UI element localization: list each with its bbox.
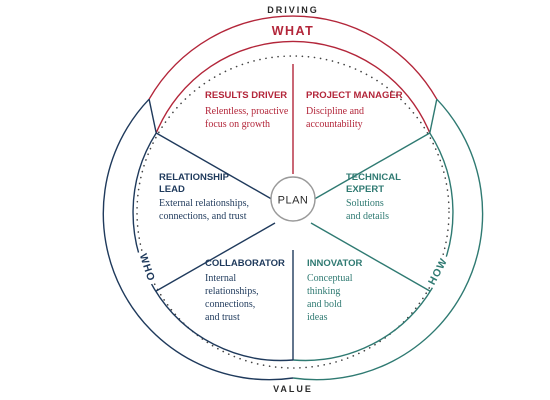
innovator-desc-line-3: and bold <box>307 299 342 310</box>
spoke-lower-right <box>310 222 431 292</box>
relationship-lead-desc-line-1: External relationships, <box>159 198 249 209</box>
collaborator-desc-line-2: relationships, <box>205 286 259 297</box>
results-driver-desc-line-1: Relentless, proactive <box>205 106 289 117</box>
technical-expert-title-line-2: EXPERT <box>346 184 384 195</box>
technical-expert-desc-line-2: and details <box>346 211 389 222</box>
relationship-lead-title-line-2: LEAD <box>159 184 185 195</box>
how-label-bg <box>423 252 452 290</box>
project-manager-desc-line-1: Discipline and <box>306 106 364 117</box>
innovator-desc-line-4: ideas <box>307 312 328 323</box>
collaborator-title: COLLABORATOR <box>205 258 285 269</box>
innovator-desc-line-2: thinking <box>307 286 340 297</box>
what-inner-arc <box>155 40 431 134</box>
collaborator-desc-line-3: connections, <box>205 299 255 310</box>
spoke-upper-right <box>310 132 431 202</box>
how-outer-arc <box>292 98 484 381</box>
who-label-bg <box>135 249 160 286</box>
what-label-bg <box>262 21 324 37</box>
project-manager-title: PROJECT MANAGER <box>306 90 403 101</box>
collaborator-desc-line-1: Internal <box>205 273 236 284</box>
plan-center-label: PLAN <box>278 195 309 207</box>
technical-expert-title-line-1: TECHNICAL <box>346 172 401 183</box>
who-outer-arc <box>102 98 294 381</box>
what-how-connector <box>429 99 438 134</box>
dotted-ring <box>136 55 450 369</box>
spoke-upper-left <box>155 132 276 202</box>
who-label: WHO <box>137 252 157 283</box>
what-outer-arc <box>148 15 438 100</box>
how-inner-arc <box>292 132 454 362</box>
innovator-title: INNOVATOR <box>307 258 363 269</box>
collaborator-desc-line-4: and trust <box>205 312 240 323</box>
spoke-lower-left <box>155 222 276 292</box>
results-driver-title: RESULTS DRIVER <box>205 90 287 101</box>
driving-label: DRIVING <box>267 5 319 15</box>
what-label: WHAT <box>272 24 315 38</box>
who-what-connector <box>148 99 157 134</box>
technical-expert-desc-line-1: Solutions <box>346 198 384 209</box>
plan-center-circle <box>270 176 316 222</box>
who-inner-arc <box>132 132 294 362</box>
innovator-desc-line-1: Conceptual <box>307 273 353 284</box>
relationship-lead-desc-line-2: connections, and trust <box>159 211 247 222</box>
value-label: VALUE <box>273 384 313 394</box>
results-driver-desc-line-2: focus on growth <box>205 119 270 130</box>
relationship-lead-title-line-1: RELATIONSHIP <box>159 172 230 183</box>
project-manager-desc-line-2: accountability <box>306 119 363 130</box>
